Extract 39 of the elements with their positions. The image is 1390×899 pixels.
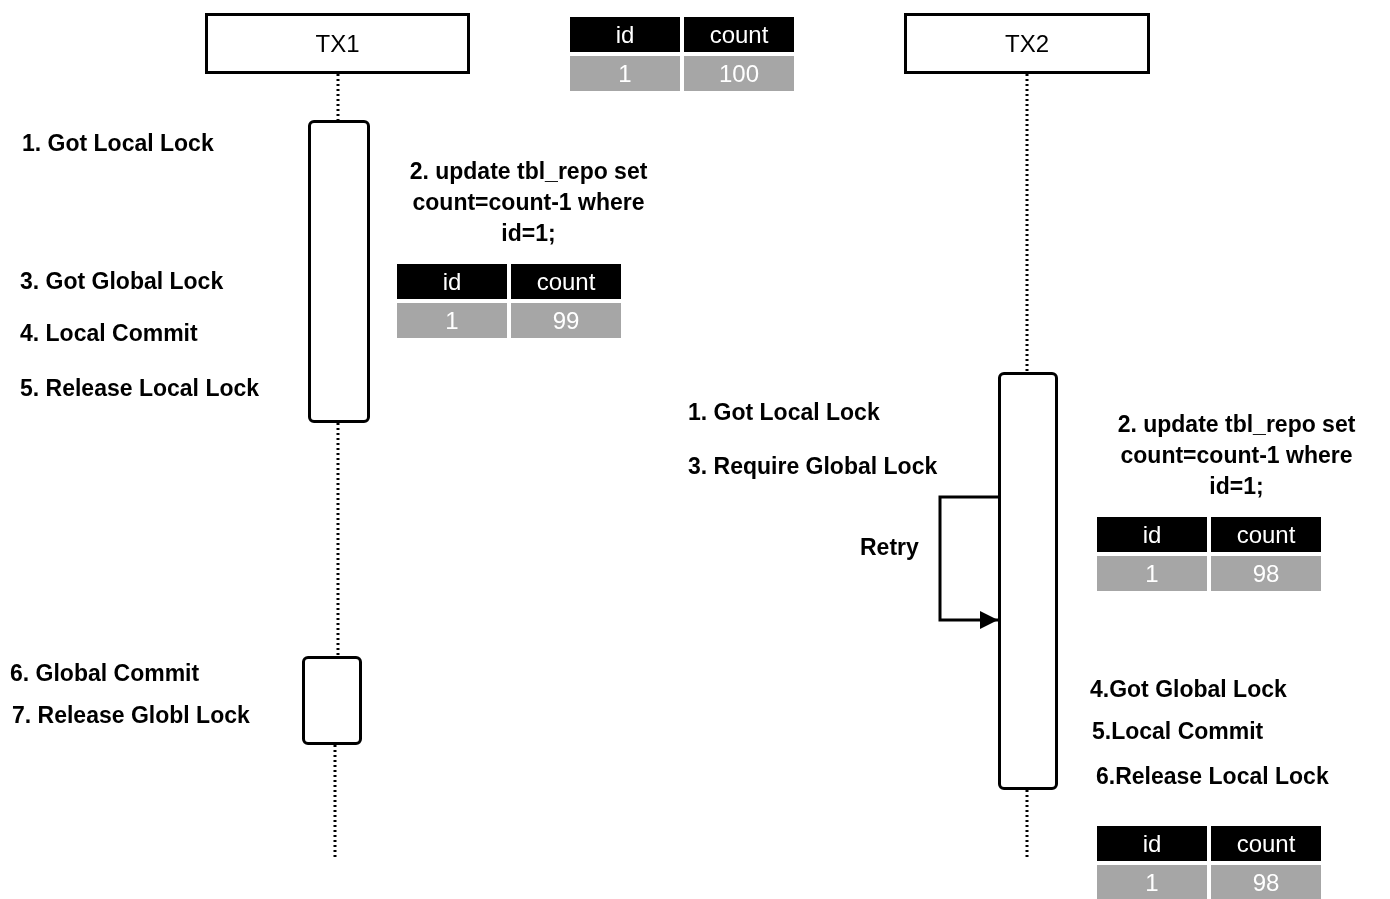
table-cell: 1: [1097, 556, 1207, 591]
table-cell: 100: [684, 56, 794, 91]
step-label: 5. Release Local Lock: [20, 374, 260, 403]
table-cell: 1: [570, 56, 680, 91]
step-label: 6. Global Commit: [10, 659, 200, 688]
table-header-cell: count: [1211, 517, 1321, 552]
table-header-cell: id: [397, 264, 507, 299]
participant-box: TX1: [205, 13, 470, 74]
step-label: 2. update tbl_repo set count=count-1 where id=1;: [408, 157, 649, 248]
step-label: 4. Local Commit: [20, 319, 198, 348]
lifeline: [1025, 790, 1029, 858]
table-header-cell: count: [511, 264, 621, 299]
table-cell: 1: [1097, 865, 1207, 899]
table-cell: 98: [1211, 556, 1321, 591]
step-label: 3. Got Global Lock: [20, 267, 224, 296]
lifeline: [336, 423, 340, 656]
activation-bar: [302, 656, 362, 745]
table-cell: 1: [397, 303, 507, 338]
table-header-cell: id: [1097, 517, 1207, 552]
arrow: [938, 495, 998, 629]
table-cell: 99: [511, 303, 621, 338]
activation-bar: [998, 372, 1058, 790]
step-label: 1. Got Local Lock: [22, 129, 214, 158]
step-label: 6.Release Local Lock: [1096, 762, 1329, 791]
lifeline: [1025, 74, 1029, 372]
table-header-cell: count: [1211, 826, 1321, 861]
table-header-cell: count: [684, 17, 794, 52]
step-label: 1. Got Local Lock: [688, 398, 880, 427]
step-label: 4.Got Global Lock: [1090, 675, 1287, 704]
participant-box: TX2: [904, 13, 1150, 74]
step-label: 3. Require Global Lock: [688, 452, 938, 481]
table-header-cell: id: [1097, 826, 1207, 861]
activation-bar: [308, 120, 370, 423]
table-header-cell: id: [570, 17, 680, 52]
table-cell: 98: [1211, 865, 1321, 899]
step-label: 7. Release Globl Lock: [12, 701, 250, 730]
step-label: 5.Local Commit: [1092, 717, 1264, 746]
step-label: 2. update tbl_repo set count=count-1 where id=1;: [1116, 410, 1357, 501]
lifeline: [333, 745, 337, 858]
